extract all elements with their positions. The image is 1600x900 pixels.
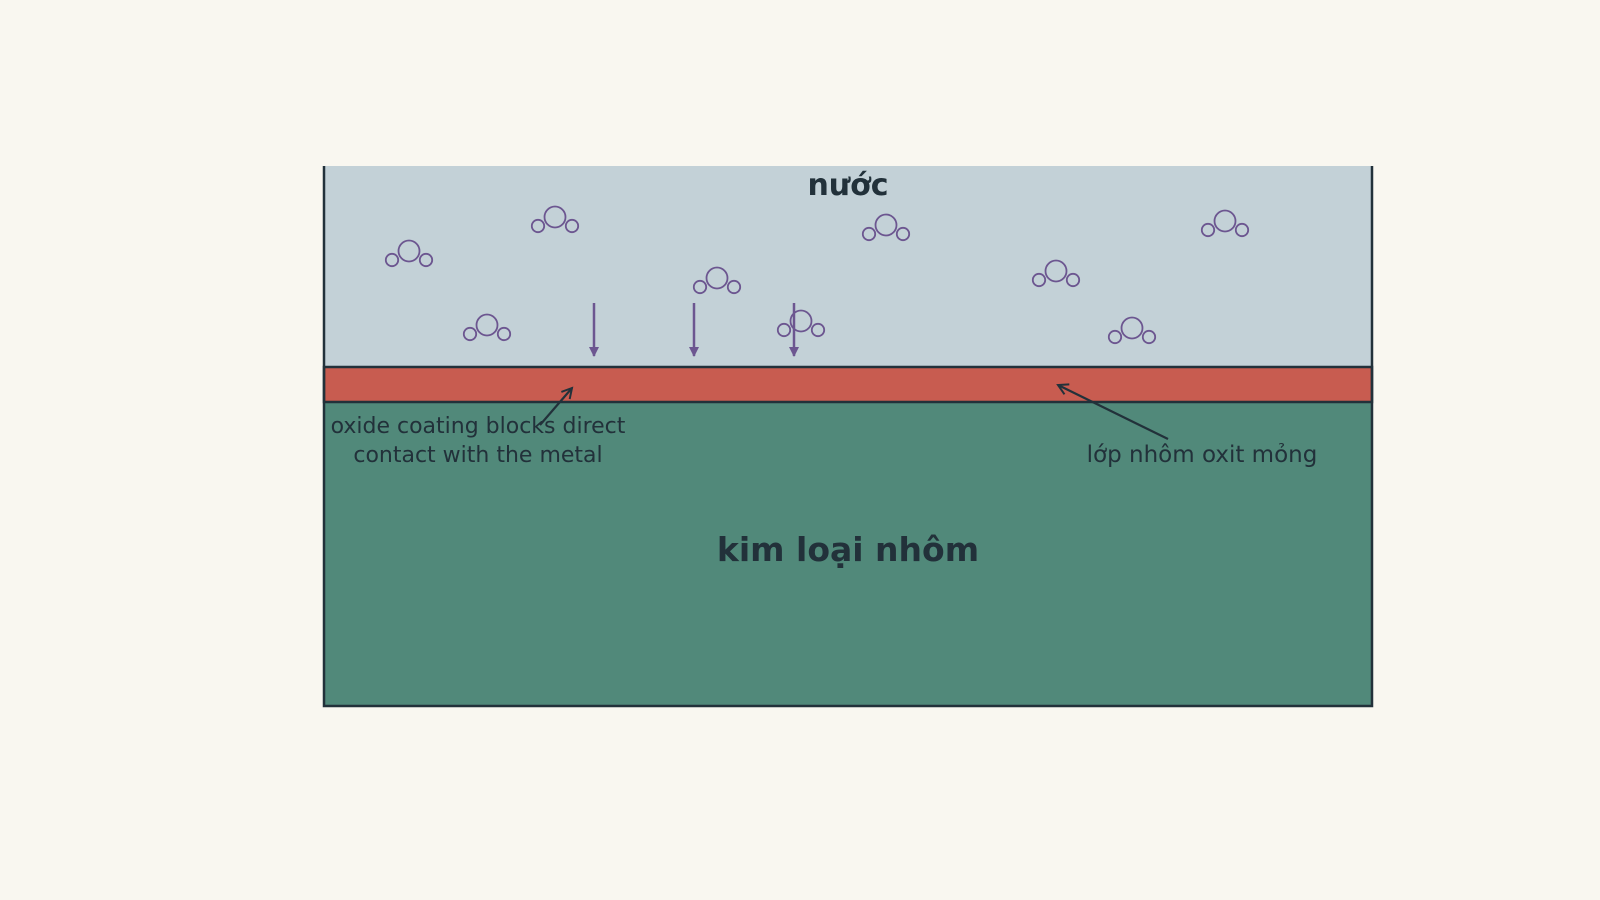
aluminum-metal-region	[324, 402, 1372, 706]
oxide-layer	[322, 365, 1374, 404]
water-molecule-icon	[462, 313, 512, 342]
water-molecule-icon	[776, 309, 826, 338]
container-outline	[322, 166, 1374, 708]
water-molecule-icon	[530, 205, 580, 234]
water-label: nước	[807, 168, 888, 203]
oxide-note-pointer	[539, 386, 574, 426]
water-molecule-icon	[1107, 316, 1157, 345]
water-molecule-icon	[384, 239, 434, 268]
oxide-layer-label: lớp nhôm oxit mỏng	[1087, 442, 1318, 468]
attack-arrows	[589, 303, 799, 357]
oxide-note-line-1: oxide coating blocks direct	[331, 414, 626, 439]
metal-label: kim loại nhôm	[717, 530, 979, 569]
water-molecule-icon	[1031, 259, 1081, 288]
water-molecule-icon	[1200, 209, 1250, 238]
water-molecules	[384, 205, 1250, 345]
oxide-note-line-2: contact with the metal	[353, 443, 602, 468]
oxide-layer-pointer	[1056, 383, 1169, 440]
water-molecule-icon	[861, 213, 911, 242]
water-molecule-icon	[692, 266, 742, 295]
